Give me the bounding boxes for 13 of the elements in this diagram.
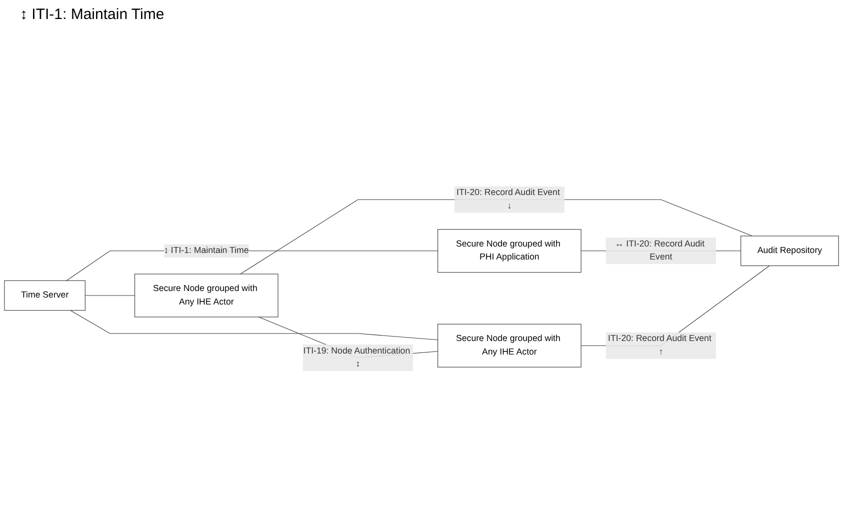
node-box: Audit Repository: [740, 236, 839, 266]
node-box: Secure Node grouped with Any IHE Actor: [134, 274, 278, 318]
node-box: Secure Node grouped with PHI Application: [438, 229, 582, 273]
connector: [240, 200, 753, 275]
connector: [70, 310, 438, 340]
edge-label: ITI-19: Node Authentication ↕: [303, 346, 410, 370]
edge-label: ITI-20: Record Audit Event ↑: [608, 334, 712, 357]
edge-label: ITI-20: Record Audit Event ↓: [456, 188, 560, 211]
node-box: Time Server: [4, 280, 86, 311]
edge-label: ↔ ITI-20: Record Audit Event: [614, 240, 705, 262]
node-box: Secure Node grouped with Any IHE Actor: [438, 324, 582, 368]
note-text: ↕ ITI-1: Maintain Time: [20, 6, 164, 23]
edge-label: ↕ ITI-1: Maintain Time: [164, 246, 249, 256]
